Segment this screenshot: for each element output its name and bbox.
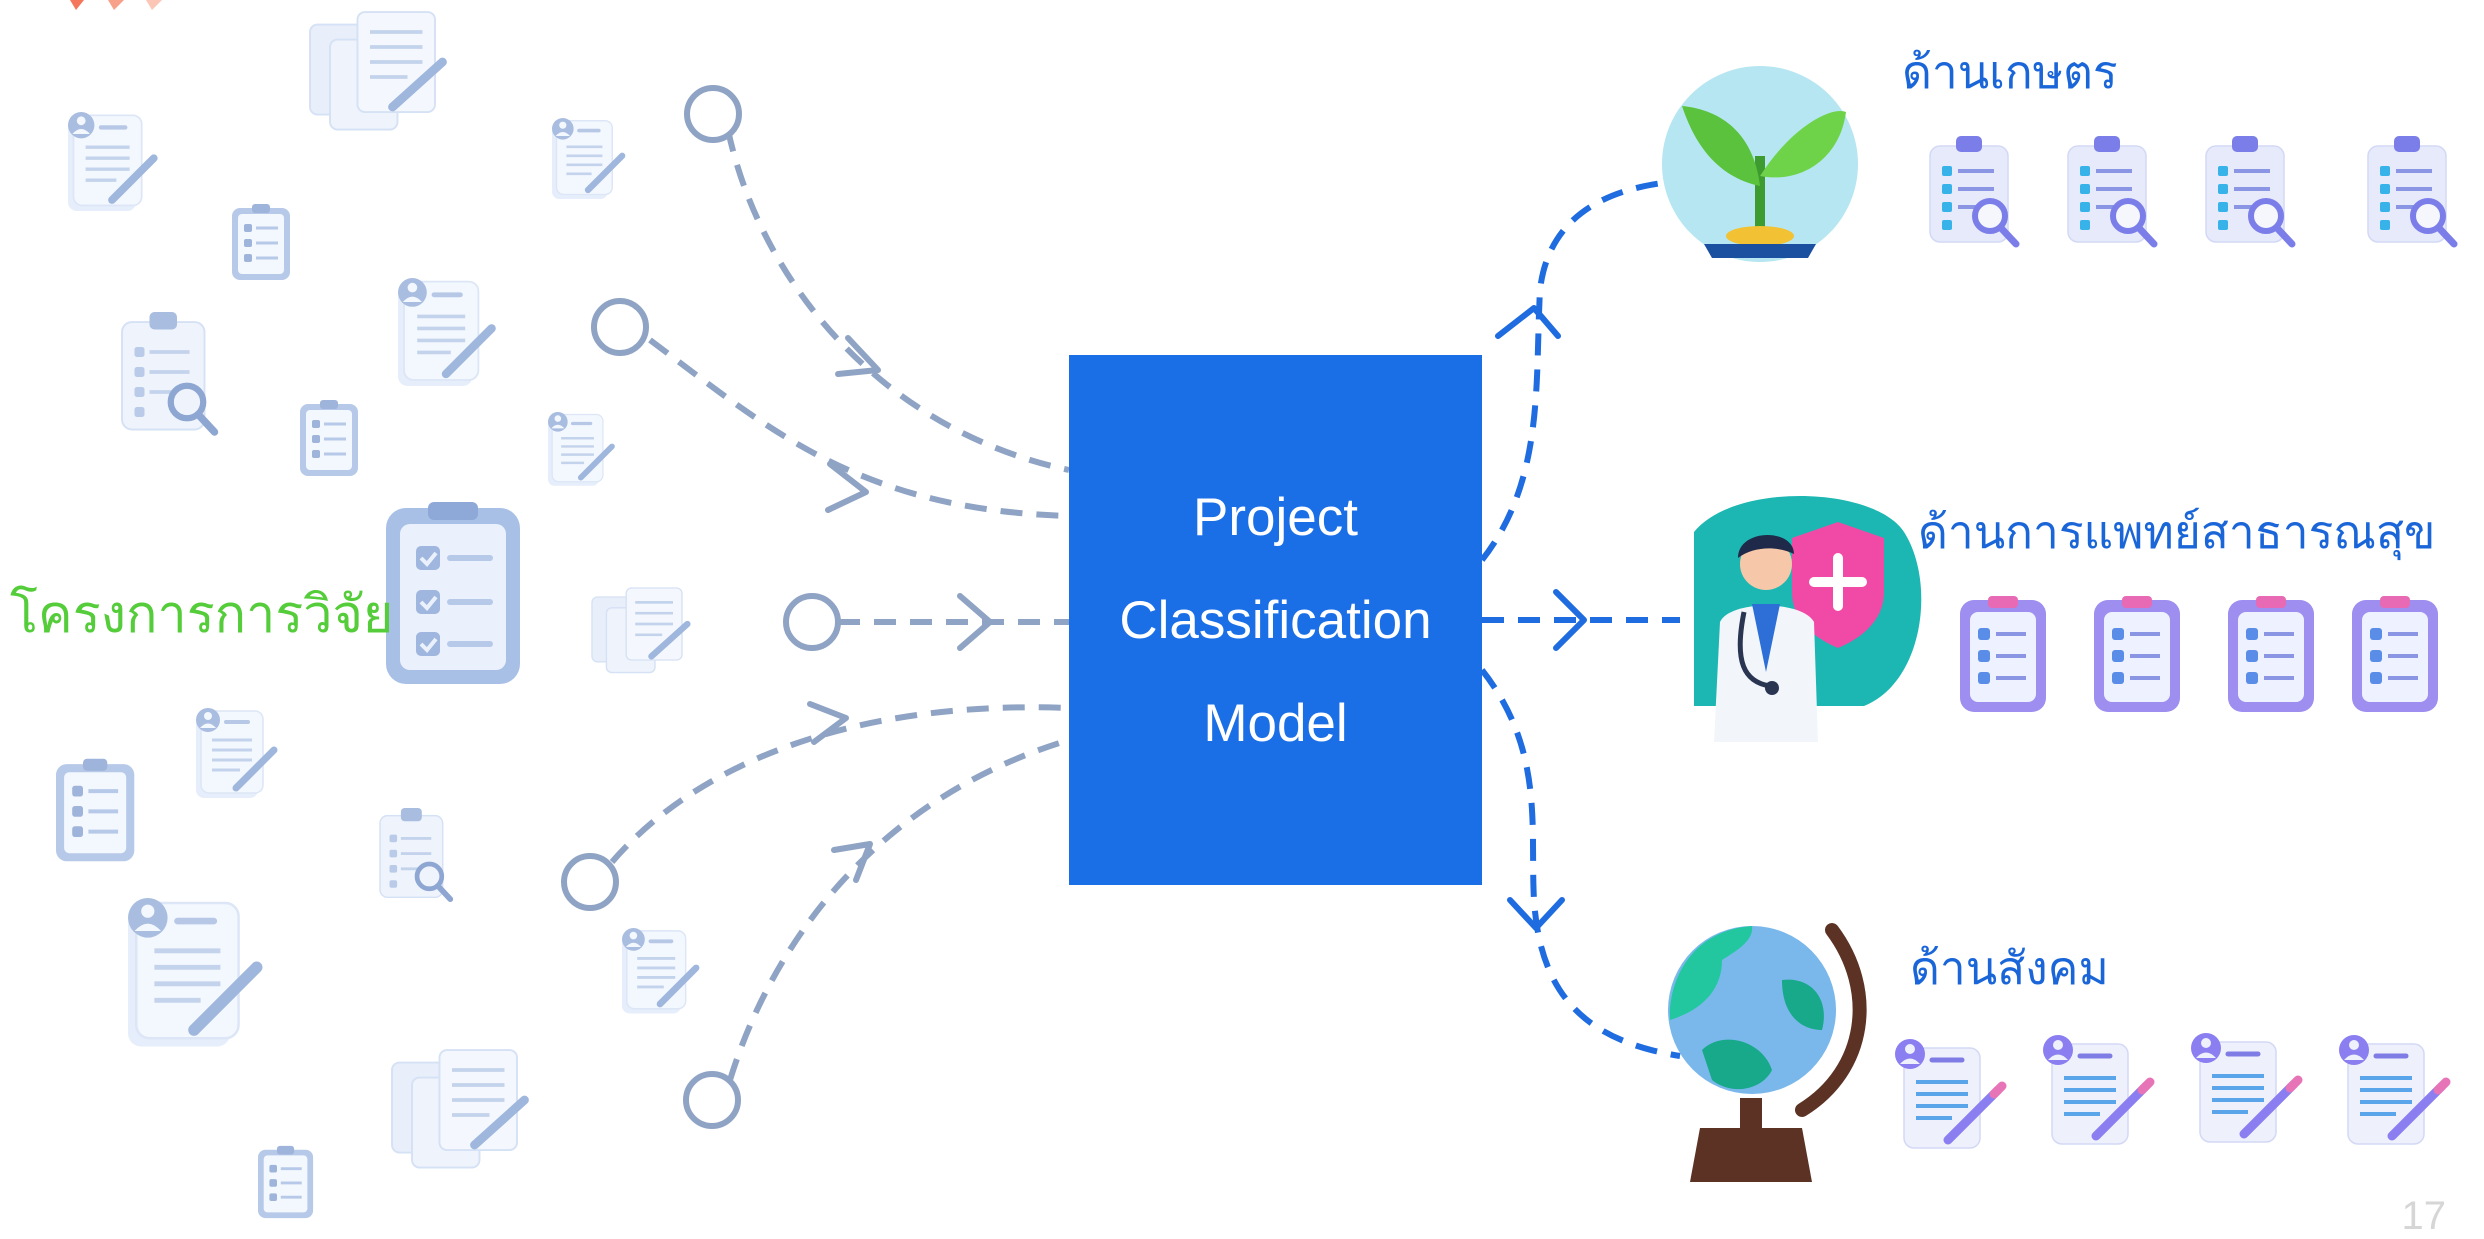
stacked-documents-icon bbox=[392, 1050, 525, 1168]
output-arrowheads bbox=[1495, 305, 1587, 931]
agriculture-items bbox=[1930, 136, 2454, 244]
profile-document-icon bbox=[2043, 1035, 2150, 1144]
profile-document-icon bbox=[2191, 1033, 2298, 1142]
arrowhead bbox=[835, 335, 881, 377]
origin-circle bbox=[591, 298, 649, 356]
origin-circle bbox=[683, 1071, 741, 1129]
research-projects-label: โครงการการวิจัย bbox=[10, 585, 394, 645]
clipboard-checklist-icon bbox=[2350, 594, 2440, 714]
profile-document-icon bbox=[196, 708, 274, 798]
clipboard-checklist-icon bbox=[298, 398, 360, 478]
category-label-agriculture: ด้านเกษตร bbox=[1902, 45, 2118, 99]
category-label-health: ด้านการแพทย์สาธารณสุข bbox=[1918, 505, 2436, 559]
stacked-documents-icon bbox=[592, 588, 687, 673]
clipboard-checklist-icon bbox=[2092, 594, 2182, 714]
arrowhead bbox=[1507, 897, 1565, 931]
model-title-line-2: Classification bbox=[1119, 590, 1432, 650]
output-arrows bbox=[1479, 179, 1681, 1059]
input-arrow-5 bbox=[727, 737, 1070, 1081]
globe-icon bbox=[1668, 923, 1867, 1182]
output-arrow-social bbox=[1479, 668, 1681, 1059]
arrowhead bbox=[1495, 305, 1561, 339]
arrowhead bbox=[825, 461, 869, 513]
clipboard-checklist-icon bbox=[2226, 594, 2316, 714]
output-arrow-agriculture bbox=[1479, 179, 1671, 562]
doctor-icon bbox=[1694, 495, 1922, 742]
profile-document-icon bbox=[548, 412, 612, 486]
stacked-documents-icon bbox=[310, 12, 443, 130]
clipboard-search-icon bbox=[2068, 136, 2154, 244]
arrowhead bbox=[831, 841, 873, 883]
social-items bbox=[1895, 1033, 2446, 1148]
arrowhead bbox=[807, 701, 849, 745]
large-clipboard-checklist-icon bbox=[386, 502, 520, 684]
input-arrow-1 bbox=[725, 129, 1070, 473]
clipboard-checklist-icon bbox=[230, 202, 292, 282]
clipboard-search-icon bbox=[2206, 136, 2292, 244]
health-items bbox=[1958, 594, 2440, 714]
profile-document-icon bbox=[398, 278, 492, 386]
profile-document-icon bbox=[622, 928, 696, 1014]
profile-document-icon bbox=[128, 898, 257, 1047]
page-number: 17 bbox=[2401, 1194, 2447, 1238]
input-arrows bbox=[609, 129, 1070, 1081]
profile-document-icon bbox=[552, 118, 622, 199]
profile-document-icon bbox=[68, 112, 154, 211]
category-label-social: ด้านสังคม bbox=[1910, 941, 2109, 995]
origin-circle bbox=[783, 593, 841, 651]
arrowhead bbox=[957, 593, 993, 651]
model-title-line-1: Project bbox=[1193, 487, 1358, 547]
model-title-line-3: Model bbox=[1203, 693, 1348, 753]
input-arrow-origins bbox=[561, 85, 841, 1129]
profile-document-icon bbox=[1895, 1039, 2002, 1148]
plant-sprout-icon bbox=[1662, 66, 1858, 262]
clipboard-search-icon bbox=[1930, 136, 2016, 244]
clipboard-checklist-icon bbox=[256, 1144, 315, 1220]
clipboard-checklist-icon bbox=[56, 759, 134, 862]
research-documents-cluster bbox=[56, 12, 696, 1220]
classification-model-box: Project Classification Model bbox=[1069, 355, 1482, 885]
origin-circle bbox=[684, 85, 742, 143]
input-arrowheads bbox=[807, 335, 993, 883]
top-left-decoration bbox=[70, 0, 162, 10]
clipboard-search-icon bbox=[380, 808, 450, 899]
input-arrow-4 bbox=[609, 704, 1070, 864]
clipboard-search-icon bbox=[2368, 136, 2454, 244]
clipboard-checklist-icon bbox=[1958, 594, 2048, 714]
arrowhead bbox=[1553, 589, 1587, 651]
profile-document-icon bbox=[2339, 1035, 2446, 1144]
origin-circle bbox=[561, 853, 619, 911]
clipboard-search-icon bbox=[122, 312, 215, 432]
